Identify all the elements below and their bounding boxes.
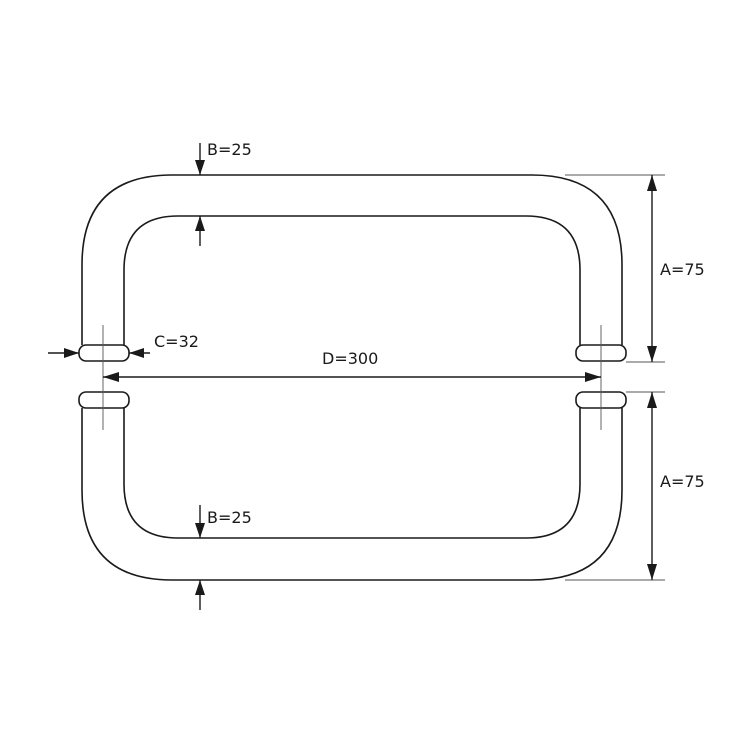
upper-handle-outer-edge <box>81 174 623 345</box>
arrowhead-c-right <box>129 348 144 358</box>
arrowhead-b-top-up <box>195 216 205 231</box>
label-a-bottom: A=75 <box>660 472 705 491</box>
upper-handle-inner-edge <box>123 215 581 345</box>
label-a-top: A=75 <box>660 260 705 279</box>
arrowhead-a-bottom-up <box>647 392 657 408</box>
lower-handle-inner-edge <box>123 408 581 539</box>
arrowhead-b-top-down <box>195 160 205 175</box>
label-b-top: B=25 <box>207 140 252 159</box>
arrowhead-b-bottom-down <box>195 523 205 538</box>
arrowhead-c-left <box>64 348 79 358</box>
label-b-bottom: B=25 <box>207 508 252 527</box>
lower-handle-outer-edge <box>81 408 623 581</box>
mount-cap-top-left <box>78 344 130 362</box>
arrowhead-a-top-down <box>647 346 657 362</box>
arrowhead-d-right <box>585 372 601 382</box>
arrowhead-d-left <box>103 372 119 382</box>
mount-cap-bottom-left <box>78 391 130 409</box>
label-c: C=32 <box>154 332 199 351</box>
arrowhead-a-bottom-down <box>647 564 657 580</box>
arrowhead-b-bottom-up <box>195 580 205 595</box>
label-d: D=300 <box>322 349 378 368</box>
arrowhead-a-top-up <box>647 175 657 191</box>
